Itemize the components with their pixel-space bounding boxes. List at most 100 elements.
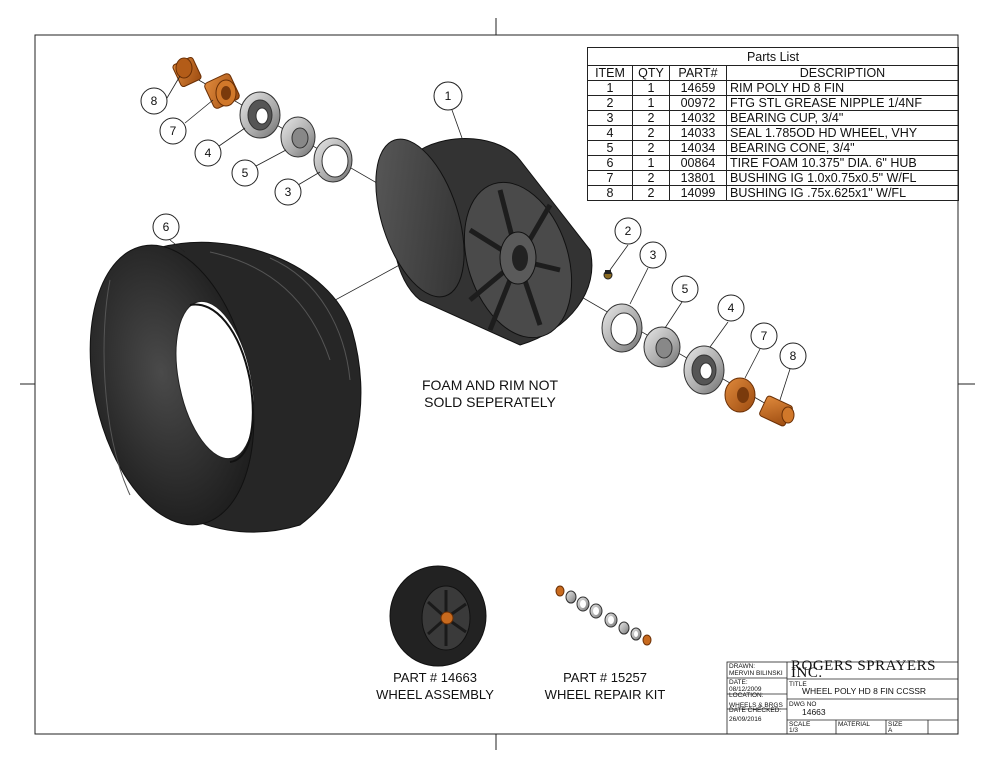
location-value: WHEELS & BRGS — [729, 702, 783, 709]
svg-text:4: 4 — [728, 301, 735, 315]
description-cell: BUSHING IG 1.0x0.75x0.5" W/FL — [726, 170, 959, 186]
svg-text:7: 7 — [170, 124, 177, 138]
wheel-assembly-label: WHEEL ASSEMBLY — [376, 687, 494, 702]
part-cell: 00972 — [669, 95, 727, 111]
drawing-border — [20, 18, 975, 750]
item-cell: 7 — [587, 170, 633, 186]
seal-4-right — [683, 345, 725, 395]
description-cell: TIRE FOAM 10.375" DIA. 6" HUB — [726, 155, 959, 171]
description-cell: RIM POLY HD 8 FIN — [726, 80, 959, 96]
balloon-8-left: 8 — [140, 75, 181, 115]
qty-cell: 2 — [632, 170, 670, 186]
item-cell: 4 — [587, 125, 633, 141]
kit-part-number: PART # 15257 — [563, 670, 647, 685]
repair-kit-label: WHEEL REPAIR KIT — [544, 687, 666, 702]
svg-text:3: 3 — [285, 185, 292, 199]
bearing-cup-3-right — [601, 303, 643, 353]
header-qty: QTY — [632, 65, 670, 81]
dwg-no-value: 14663 — [802, 707, 826, 717]
drawing-title: WHEEL POLY HD 8 FIN CCSSR — [802, 686, 927, 696]
bushing-7-right — [724, 377, 756, 413]
svg-text:3: 3 — [650, 248, 657, 262]
bushing-8-left — [172, 56, 202, 88]
material-label: MATERIAL — [838, 721, 871, 728]
svg-text:8: 8 — [151, 94, 158, 108]
wheel-assembly-caption: PART # 14663 WHEEL ASSEMBLY — [360, 669, 510, 703]
item-cell: 8 — [587, 185, 633, 201]
grease-nipple-2 — [603, 270, 613, 280]
qty-cell: 2 — [632, 140, 670, 156]
balloon-3-right: 3 — [629, 241, 667, 305]
balloon-4-left: 4 — [194, 127, 246, 167]
svg-text:2: 2 — [625, 224, 632, 238]
description-cell: BEARING CONE, 3/4" — [726, 140, 959, 156]
dwg-no-label: DWG NO — [789, 701, 817, 708]
repair-kit-thumbnail — [555, 585, 652, 646]
wheel-assembly-thumbnail — [389, 565, 487, 667]
svg-text:8: 8 — [790, 349, 797, 363]
drawn-by: MERVIN BILINSKI — [729, 670, 783, 677]
header-item: ITEM — [587, 65, 633, 81]
qty-cell: 2 — [632, 125, 670, 141]
bearing-cone-5-left — [280, 116, 316, 158]
description-cell: BEARING CUP, 3/4" — [726, 110, 959, 126]
company-name: ROGERS SPRAYERS INC. — [791, 658, 936, 681]
part-cell: 14033 — [669, 125, 727, 141]
part-cell: 13801 — [669, 170, 727, 186]
qty-cell: 2 — [632, 110, 670, 126]
part-cell: 14034 — [669, 140, 727, 156]
scale-value: 1/3 — [789, 727, 799, 734]
item-cell: 5 — [587, 140, 633, 156]
description-cell: BUSHING IG .75x.625x1" W/FL — [726, 185, 959, 201]
item-cell: 1 — [587, 80, 633, 96]
foam-note-line2: SOLD SEPERATELY — [424, 394, 556, 410]
item-cell: 6 — [587, 155, 633, 171]
part-cell: 14659 — [669, 80, 727, 96]
date-label: DATE: — [729, 679, 748, 686]
balloon-2: 2 — [609, 217, 642, 271]
rim-poly — [375, 138, 593, 346]
item-cell: 3 — [587, 110, 633, 126]
bearing-cup-3-left — [313, 137, 353, 183]
parts-list-title: Parts List — [587, 47, 959, 66]
svg-text:4: 4 — [205, 146, 212, 160]
svg-text:5: 5 — [682, 282, 689, 296]
bearing-cone-5-right — [643, 326, 681, 368]
location-label: LOCATION: — [729, 692, 764, 699]
balloon-1: 1 — [433, 81, 463, 139]
balloon-7-left: 7 — [159, 99, 214, 145]
description-cell: FTG STL GREASE NIPPLE 1/4NF — [726, 95, 959, 111]
part-cell: 00864 — [669, 155, 727, 171]
qty-cell: 1 — [632, 80, 670, 96]
title-block-frame — [726, 661, 959, 735]
foam-rim-note: FOAM AND RIM NOT SOLD SEPERATELY — [400, 377, 580, 411]
date-checked-label: DATE CHECKED: — [729, 707, 782, 714]
description-cell: SEAL 1.785OD HD WHEEL, VHY — [726, 125, 959, 141]
size-label: SIZE — [888, 721, 903, 728]
drawn-label: DRAWN: — [729, 663, 756, 670]
balloon-7-right: 7 — [744, 322, 778, 379]
bushing-7-left — [204, 73, 240, 109]
size-value: A — [888, 727, 893, 734]
title-label: TITLE — [789, 681, 807, 688]
date-value: 08/12/2009 — [729, 686, 762, 693]
item-cell: 2 — [587, 95, 633, 111]
scale-label: SCALE — [789, 721, 811, 728]
header-part: PART# — [669, 65, 727, 81]
bushing-8-right — [759, 395, 795, 427]
item-balloons: 1 2 3 5 4 7 8 8 7 4 5 3 6 — [140, 75, 807, 401]
balloon-3-left: 3 — [274, 171, 321, 206]
svg-text:5: 5 — [242, 166, 249, 180]
svg-text:6: 6 — [163, 220, 170, 234]
part-cell: 14099 — [669, 185, 727, 201]
